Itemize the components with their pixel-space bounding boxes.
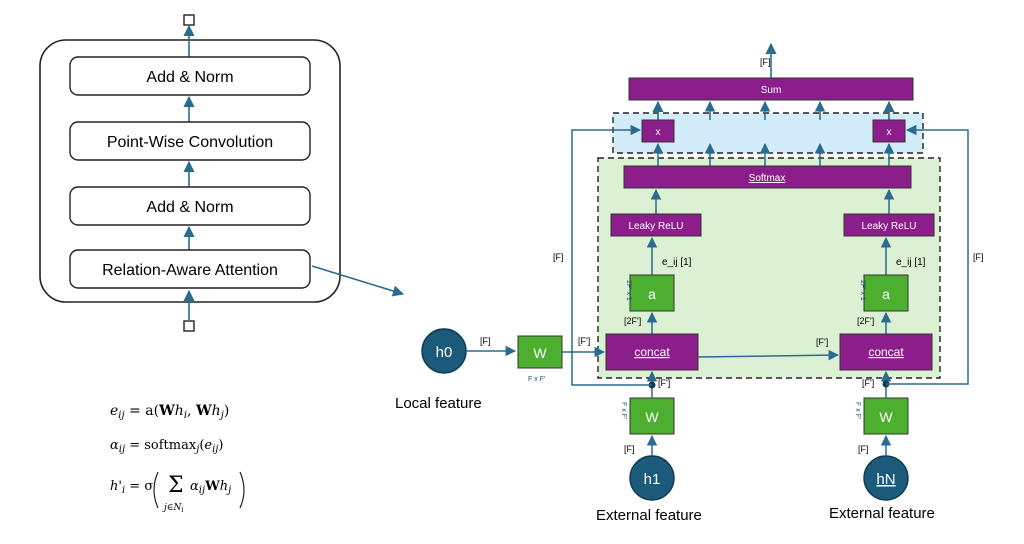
multiply-right-label: x <box>887 127 892 138</box>
softmax-block <box>623 165 912 189</box>
h0-dim: [F] <box>480 336 491 346</box>
w-h0-label: W <box>533 345 547 361</box>
relation-aware-attention-label: Relation-Aware Attention <box>102 262 278 279</box>
w-h1-label: W <box>645 409 659 425</box>
eij-left: e_ij [1] <box>662 257 692 268</box>
w-block-h0 <box>517 335 563 369</box>
relation-aware-attention-block <box>69 249 311 289</box>
a-block-left <box>629 274 675 312</box>
eij-right: e_ij [1] <box>896 257 926 268</box>
add-norm-top-label: Add & Norm <box>146 69 233 86</box>
svg-text:j∈Ni: j∈Ni <box>162 503 184 514</box>
w-h1-dim: F x F' <box>620 402 627 419</box>
a-right-input-dim: [2F'] <box>857 316 874 326</box>
add-norm-bottom <box>69 186 311 226</box>
encoder-output-port <box>183 14 195 26</box>
external-feature-label-n: External feature <box>829 505 935 522</box>
h0-label: h0 <box>436 344 453 361</box>
a-block-right <box>863 274 909 312</box>
h1-label: h1 <box>644 471 661 488</box>
equation-h-prime: h'i = σ Σ j∈Ni αijWhj <box>110 471 245 514</box>
w-h0-dim: F x F' <box>528 376 545 383</box>
hn-feedback-line <box>886 124 969 385</box>
w-hn-dim: F x F' <box>854 402 861 419</box>
pointwise-conv-block <box>69 121 311 161</box>
svg-text:αijWhj: αijWhj <box>190 479 231 496</box>
concat-left-label: concat <box>634 345 670 359</box>
hn-feedback-dim: [F] <box>973 252 984 262</box>
encoder-input-port <box>183 320 195 332</box>
concat-right <box>839 333 933 371</box>
softmax-label: Softmax <box>749 173 786 184</box>
external-feature-label-1: External feature <box>596 507 702 524</box>
sum-block <box>628 77 914 101</box>
equation-alpha: αij = softmaxj(eij) <box>110 438 223 455</box>
w-block-hn <box>863 397 909 435</box>
a-left-input-dim: [2F'] <box>624 316 641 326</box>
w-block-h1 <box>629 397 675 435</box>
leaky-relu-left-label: Leaky ReLU <box>628 221 683 232</box>
h1-fp-dim: [F'] <box>658 378 670 388</box>
leaky-relu-right-label: Leaky ReLU <box>861 221 916 232</box>
add-norm-top <box>69 56 311 96</box>
concat-left <box>605 333 699 371</box>
equation-eij: eij = a(Whi, Whj) <box>110 403 229 421</box>
w-h0-out-dim: [F'] <box>578 336 590 346</box>
a-block-left-label: a <box>648 286 656 302</box>
pointwise-conv-label: Point-Wise Convolution <box>107 134 273 151</box>
a-block-right-label: a <box>882 286 890 302</box>
hn-dim: [F] <box>858 444 869 454</box>
svg-text:h'i = σ: h'i = σ <box>110 479 153 496</box>
a-left-dim: 2F' x 1 <box>625 280 632 301</box>
hn-fp-dim: [F'] <box>862 378 874 388</box>
a-right-dim: 2F' x 1 <box>859 280 866 301</box>
leaky-relu-left <box>610 213 702 237</box>
sum-label: Sum <box>761 85 782 96</box>
equations: eij = a(Whi, Whj) αij = softmaxj(eij) h'… <box>110 403 245 514</box>
svg-text:Σ: Σ <box>168 473 184 498</box>
h1-feedback-dim: [F] <box>553 252 564 262</box>
concat-link-dim: [F'] <box>816 337 828 347</box>
multiply-right <box>872 119 906 143</box>
zoom-connector-arrow <box>311 265 405 297</box>
add-norm-bottom-label: Add & Norm <box>146 199 233 216</box>
local-feature-label: Local feature <box>395 395 482 412</box>
encoder-block: Add & Norm Point-Wise Convolution Add & … <box>39 14 341 332</box>
hn-label: hN <box>876 471 895 488</box>
h1-feedback-line <box>571 124 652 386</box>
multiply-left <box>641 119 675 143</box>
h1-dim: [F] <box>624 444 635 454</box>
leaky-relu-right <box>843 213 935 237</box>
sum-output-dim: [F] <box>760 57 771 67</box>
concat-right-label: concat <box>868 345 904 359</box>
multiply-left-label: x <box>656 127 661 138</box>
w-hn-label: W <box>879 409 893 425</box>
